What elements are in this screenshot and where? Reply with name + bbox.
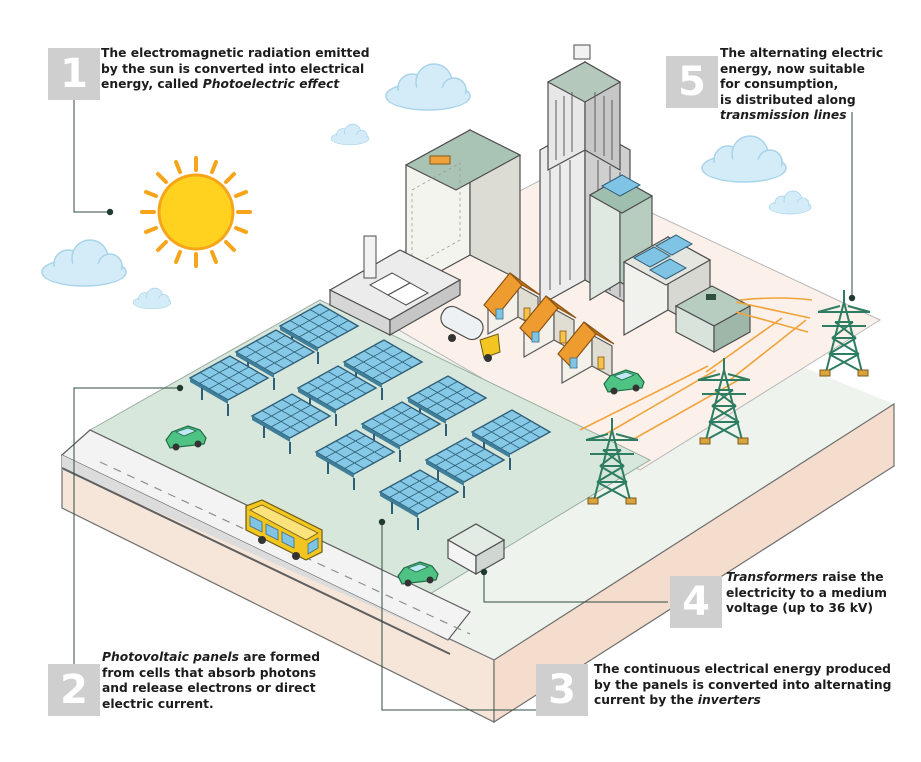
- step-text: The continuous electrical energy produce…: [594, 662, 892, 707]
- step-number-badge: 3: [536, 664, 588, 716]
- transformer-box: [446, 523, 506, 576]
- tanker-truck: [440, 305, 501, 362]
- step-number-badge: 2: [48, 664, 100, 716]
- step-text: Transformers raise the electricity to a …: [726, 570, 887, 615]
- cloud-icon: [330, 123, 370, 146]
- office-building: [404, 128, 522, 292]
- cloud-icon: [41, 239, 127, 287]
- leader-lines: [73, 100, 853, 711]
- step-number-badge: 5: [666, 56, 718, 108]
- step-number-badge: 1: [48, 48, 100, 100]
- step-text: The alternating electric energy, now sui…: [720, 46, 884, 122]
- ground-front-right: [493, 402, 895, 724]
- leader-dots: [106, 208, 856, 576]
- cloud-icon: [132, 287, 172, 310]
- cloud-icon: [768, 190, 812, 215]
- step-text: The electromagnetic radiation emitted by…: [101, 46, 370, 91]
- cloud-icon: [701, 135, 787, 183]
- sun-icon: [140, 156, 252, 268]
- step-text: Photovoltaic panels are formed from cell…: [102, 650, 321, 711]
- bus-icon: [245, 499, 323, 561]
- transmission-wires: [579, 297, 813, 441]
- step-number-badge: 4: [670, 576, 722, 628]
- substation: [674, 285, 752, 354]
- factory: [328, 235, 462, 337]
